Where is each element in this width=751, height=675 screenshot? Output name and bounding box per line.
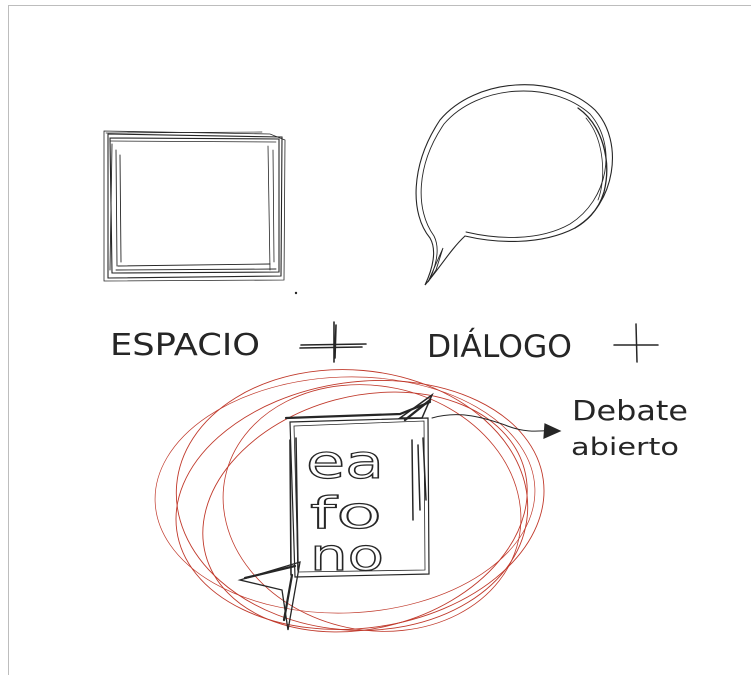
stray-dot (295, 292, 297, 294)
logo-line-1: ea (306, 435, 384, 489)
plus-sign-sketch-1 (300, 322, 366, 362)
label-espacio: ESPACIO (110, 328, 260, 363)
label-dialogo: DIÁLOGO (427, 329, 572, 365)
logo-line-3: no (310, 530, 384, 581)
square-sketch (104, 131, 285, 281)
annotation-arrow (432, 415, 560, 438)
plus-sign-sketch-2 (614, 324, 658, 362)
speech-bubble-sketch (416, 85, 612, 285)
annotation-abierto: abierto (571, 433, 679, 461)
annotation-debate: Debate (572, 394, 688, 427)
